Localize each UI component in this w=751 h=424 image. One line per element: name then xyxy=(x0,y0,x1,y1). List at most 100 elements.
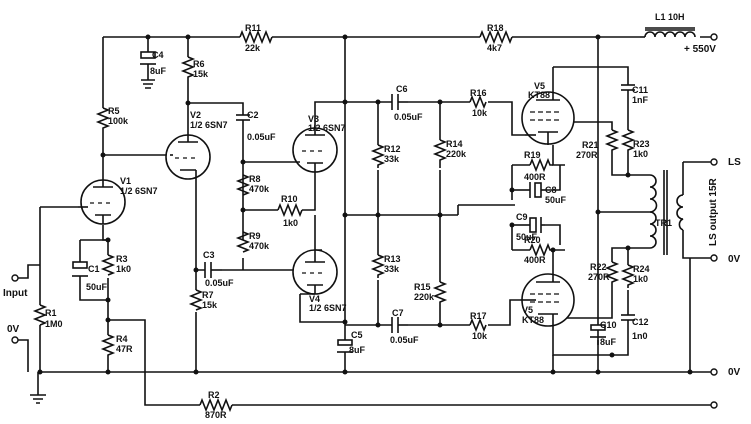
r16-value: 10k xyxy=(472,108,488,118)
r2-ref: R2 xyxy=(208,390,220,400)
ground-symbol xyxy=(30,394,46,404)
supply-terminal[interactable] xyxy=(710,33,718,41)
r20-symbol xyxy=(529,242,553,258)
terminals xyxy=(11,33,718,409)
r16-symbol xyxy=(469,94,487,110)
input-zero-terminal[interactable] xyxy=(11,336,19,344)
l1-ref: L1 10H xyxy=(655,12,685,22)
c1-value: 50uF xyxy=(86,282,108,292)
r14-ref: R14 xyxy=(446,139,463,149)
c7-symbol xyxy=(391,317,408,333)
r10-symbol xyxy=(277,202,303,218)
c1-symbol xyxy=(72,261,88,282)
gnd-zero-label: 0V xyxy=(728,367,741,378)
v1-valve xyxy=(78,179,126,225)
v5b-ref: V5 xyxy=(522,305,533,315)
r23-symbol xyxy=(620,129,636,155)
terminal-labels: Input 0V + 550V LS 0V 0V LS output 15R xyxy=(3,44,741,378)
r3-ref: R3 xyxy=(116,254,128,264)
r22-symbol xyxy=(604,261,620,290)
r7-value: 15k xyxy=(202,300,218,310)
c4-symbol xyxy=(140,51,156,89)
r18-symbol xyxy=(479,29,513,45)
c8-symbol xyxy=(515,182,545,198)
r11-symbol xyxy=(239,29,273,45)
c12-value: 1n0 xyxy=(632,331,648,341)
r22-value: 270R xyxy=(588,272,610,282)
c3-value: 0.05uF xyxy=(205,278,234,288)
r2-value: 870R xyxy=(205,410,227,420)
ls-terminal[interactable] xyxy=(710,158,718,166)
r11-value: 22k xyxy=(245,43,261,53)
input-terminal[interactable] xyxy=(11,274,19,282)
r6-symbol xyxy=(180,56,196,80)
c11-ref: C11 xyxy=(632,85,648,95)
c7-value: 0.05uF xyxy=(390,335,419,345)
c7-ref: C7 xyxy=(392,308,404,318)
r16-ref: R16 xyxy=(470,88,487,98)
c5-value: 8uF xyxy=(349,345,366,355)
v5a-type: KT88 xyxy=(528,90,550,100)
c5-ref: C5 xyxy=(351,330,363,340)
r1-symbol xyxy=(32,304,48,326)
v4-type: 1/2 6SN7 xyxy=(309,303,347,313)
r21-value: 270R xyxy=(576,150,598,160)
c4-value: 8uF xyxy=(150,66,167,76)
resistors xyxy=(32,29,636,413)
v3-type: 1/2 6SN7 xyxy=(308,123,346,133)
c3-symbol xyxy=(204,262,222,278)
r24-ref: R24 xyxy=(633,264,650,274)
r20-ref: R20 xyxy=(524,235,541,245)
v4-valve xyxy=(292,249,338,300)
r10-ref: R10 xyxy=(281,194,298,204)
r2-end-terminal[interactable] xyxy=(710,401,718,409)
c2-symbol xyxy=(236,114,250,130)
r5-symbol xyxy=(95,107,111,130)
c6-symbol xyxy=(391,94,408,110)
c2-ref: C2 xyxy=(247,110,259,120)
r6-ref: R6 xyxy=(193,59,205,69)
r2-symbol xyxy=(199,397,233,413)
r1-ref: R1 xyxy=(45,308,57,318)
r9-symbol xyxy=(235,231,251,253)
r12-ref: R12 xyxy=(384,144,401,154)
r17-symbol xyxy=(469,317,487,333)
c9-value: 50uF xyxy=(516,232,538,242)
c9-symbol xyxy=(515,217,545,233)
r12-value: 33k xyxy=(384,154,400,164)
r17-value: 10k xyxy=(472,331,488,341)
c11-value: 1nF xyxy=(632,95,649,105)
r24-value: 1k0 xyxy=(633,274,648,284)
gnd-zero-terminal[interactable] xyxy=(710,368,718,376)
r5-value: 100k xyxy=(108,116,129,126)
c10-symbol xyxy=(590,324,606,338)
r15-symbol xyxy=(432,281,448,305)
r13-symbol xyxy=(370,254,386,278)
c12-symbol xyxy=(621,314,635,330)
c3-ref: C3 xyxy=(203,250,215,260)
tr1-ref: TR1 xyxy=(655,218,672,228)
r8-value: 470k xyxy=(249,184,270,194)
r12-symbol xyxy=(370,144,386,168)
r13-value: 33k xyxy=(384,264,400,274)
v5-lower-valve xyxy=(520,265,575,330)
r21-symbol xyxy=(604,129,620,155)
input-label: Input xyxy=(3,288,28,299)
r15-ref: R15 xyxy=(414,282,431,292)
r11-ref: R11 xyxy=(245,23,261,33)
c8-ref: C8 xyxy=(545,185,557,195)
r1-value: 1M0 xyxy=(45,319,63,329)
r4-value: 47R xyxy=(116,344,133,354)
v2-ref: V2 xyxy=(190,110,201,120)
r9-value: 470k xyxy=(249,241,270,251)
r24-symbol xyxy=(620,264,636,288)
r4-symbol xyxy=(100,334,116,360)
supply-label: + 550V xyxy=(684,44,716,55)
ls-zero-terminal[interactable] xyxy=(710,254,718,262)
ls-output-label: LS output 15R xyxy=(708,177,719,246)
r7-symbol xyxy=(188,289,204,311)
v5b-type: KT88 xyxy=(522,315,544,325)
v2-type: 1/2 6SN7 xyxy=(190,120,228,130)
r14-symbol xyxy=(432,139,448,168)
r18-value: 4k7 xyxy=(487,43,502,53)
